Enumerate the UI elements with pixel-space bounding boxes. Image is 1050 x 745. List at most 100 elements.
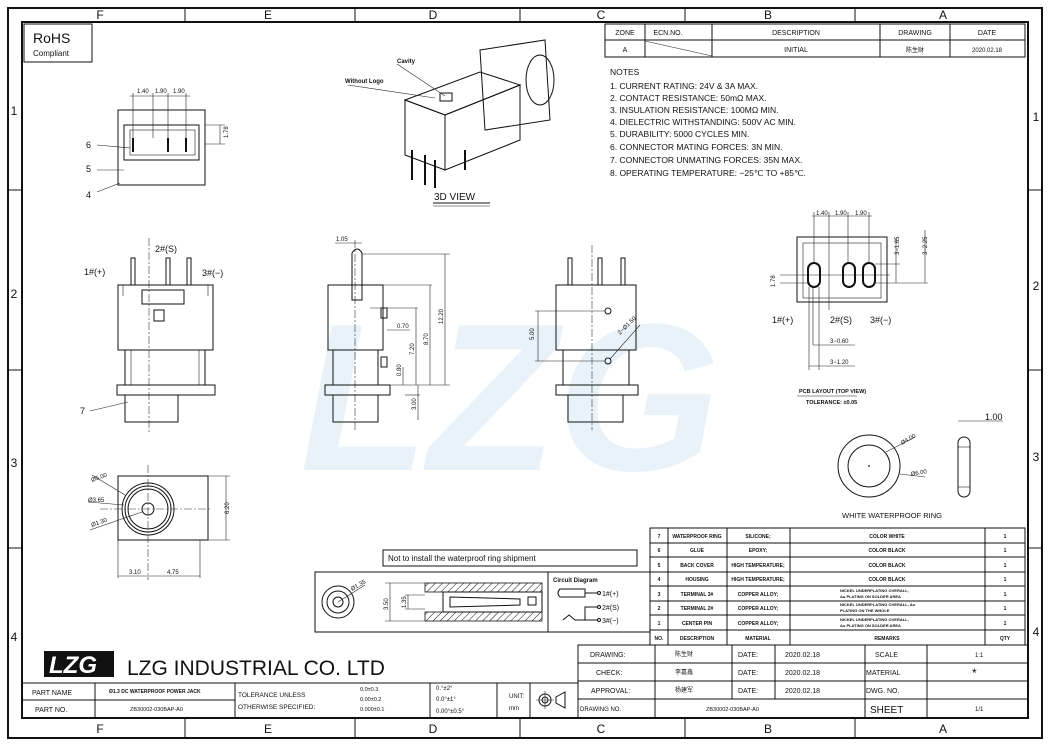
tolerance-angular: 0.0°±1°	[436, 697, 456, 703]
dim-label: 3.00	[412, 398, 418, 410]
unit-value: mm	[509, 706, 519, 712]
date-label: DATE:	[738, 688, 758, 695]
zone-row-2-right: 2	[1033, 279, 1040, 293]
drawing-frame	[7, 7, 1043, 739]
notes: NOTES 1. CURRENT RATING: 24V & 3A MAX. 2…	[610, 67, 806, 178]
bom-remarks: COLOR WHITE	[869, 534, 905, 540]
dim-label: 3.50	[384, 598, 390, 610]
bom-description: HOUSING	[685, 577, 708, 583]
rev-description: INITIAL	[784, 47, 808, 54]
tolerance-angular: 0.00°±0.5°	[436, 709, 465, 715]
rev-header-drawing: DRAWING	[898, 30, 932, 37]
note-item: 6. CONNECTOR MATING FORCES: 3N MIN.	[610, 142, 783, 152]
tolerance-linear: 0.00±0.2	[360, 697, 381, 703]
material-value: *	[972, 666, 977, 680]
dwg-no-label: DWG. NO.	[866, 688, 899, 695]
pcb-layout-title: PCB LAYOUT (TOP VIEW)	[799, 389, 866, 395]
bom-material: SILICONE;	[745, 534, 771, 540]
part-no-value: ZB30002-030BAP-A0	[130, 707, 183, 713]
drawing-no-label: DRAWING NO.	[580, 707, 621, 713]
waterproof-ring-view: 1.00 Ø4.00 Ø6.00 WHITE WATERPROOF RING	[837, 412, 1003, 520]
date-label: DATE:	[738, 652, 758, 659]
part-name-label: PART NAME	[32, 690, 72, 697]
bom-description: WATERPROOF RING	[672, 534, 721, 540]
bom-description: BACK COVER	[680, 563, 714, 569]
zone-col-b-bottom: B	[764, 722, 772, 736]
drawing-date: 2020.02.18	[785, 652, 820, 659]
pin1-label: 1#(+)	[84, 267, 105, 277]
check-by-name: 李嘉鑫	[675, 668, 693, 676]
pin3-label: 3#(−)	[202, 268, 223, 278]
side-view: 1.05 0.70 7.20 8.70 12.20 0.80 3.00	[324, 237, 450, 430]
callout-6: 6	[86, 140, 91, 150]
dim-label: 3−1.65	[895, 236, 901, 255]
part-name-value: Ø1.3 DC WATERPROOF POWER JACK	[109, 689, 201, 695]
callout-4: 4	[86, 190, 91, 200]
bom-no: 7	[658, 534, 661, 540]
dim-label: 1.05	[336, 237, 348, 243]
rohs-subtitle: Compliant	[33, 49, 70, 58]
approval-name: 杨建军	[675, 686, 693, 694]
tolerance-linear: 0.000±0.1	[360, 707, 384, 713]
dim-label: 12.20	[439, 308, 445, 324]
dim-label: 0.80	[397, 364, 403, 376]
sheet-value: 1/1	[975, 707, 984, 713]
projection-symbol-icon	[536, 691, 566, 709]
dim-label: 3−0.60	[830, 339, 849, 345]
top-view: 1.40 1.90 1.90 1.78 6 5 4	[86, 89, 230, 200]
3d-view-title: 3D VIEW	[434, 192, 476, 203]
rev-header-date: DATE	[978, 30, 996, 37]
bom-no: 2	[658, 606, 661, 612]
dim-label: 1.90	[855, 211, 867, 217]
section-and-circuit-view: Not to install the waterproof ring shipm…	[314, 549, 651, 633]
check-by-label: CHECK:	[596, 670, 623, 677]
dim-label: 8.70	[424, 333, 430, 345]
zone-col-b-top: B	[764, 8, 772, 22]
bom-no: 6	[658, 548, 661, 554]
note-item: 5. DURABILITY: 5000 CYCLES MIN.	[610, 129, 749, 139]
bom-remarks-line2: Au PLATING ON SOLDER AREA	[840, 594, 901, 599]
company-logo: LZG	[44, 651, 114, 679]
drawing-by-label: DRAWING:	[590, 652, 626, 659]
circuit-pin1: 1#(+)	[602, 591, 619, 598]
iso-3d-view: Cavity Without Logo 3D VIEW	[345, 39, 555, 207]
pcb-layout-view: 1.40 1.90 1.90 3−1.65 3−2.25 1.78 3−0.60…	[771, 211, 929, 406]
bom-header-qty: QTY	[1000, 636, 1011, 642]
bom-material: COPPER ALLOY;	[738, 592, 779, 598]
tolerance-label-2: OTHERWISE SPECIFIED:	[238, 704, 315, 711]
dim-label: 1.40	[816, 211, 828, 217]
note-item: 1. CURRENT RATING: 24V & 3A MAX.	[610, 81, 758, 91]
bom-qty: 1	[1004, 534, 1007, 540]
revision-table: ZONE ECN.NO. DESCRIPTION DRAWING DATE A …	[604, 23, 1026, 58]
dim-label: 3−1.20	[830, 360, 849, 366]
bom-header-description: DESCRIPTION	[680, 636, 715, 642]
material-label: MATERIAL	[866, 670, 901, 677]
dim-label: 7.20	[410, 343, 416, 355]
rohs-box: RoHS Compliant	[23, 23, 93, 63]
ring-title: WHITE WATERPROOF RING	[842, 511, 942, 520]
zone-col-e-bottom: E	[264, 722, 272, 736]
approval-label: APPROVAL:	[591, 688, 630, 695]
dim-label: 1.00	[985, 412, 1003, 422]
bom-remarks: NICKEL UNDERPLATING OVERALL, Au	[840, 602, 916, 607]
dim-label: Ø6.00	[910, 469, 928, 478]
front-view: 1#(+) 2#(S) 3#(−) 7	[80, 238, 223, 432]
note-item: 7. CONNECTOR UNMATING FORCES: 35N MAX.	[610, 155, 802, 165]
bom-description: TERMINAL 2#	[681, 606, 714, 612]
dim-label: Ø1.35	[350, 579, 368, 593]
note-item: 4. DIELECTRIC WITHSTANDING: 500V AC MIN.	[610, 117, 796, 127]
svg-text:LZG: LZG	[49, 652, 97, 679]
dim-label: 6.20	[225, 502, 231, 514]
rev-drawing: 陈生财	[906, 46, 924, 54]
pin2-label: 2#(S)	[155, 244, 177, 254]
circuit-pin3: 3#(−)	[602, 618, 619, 625]
approval-date: 2020.02.18	[785, 688, 820, 695]
bom-description: GLUE	[690, 548, 705, 554]
note-item: 3. INSULATION RESISTANCE: 100MΩ MIN.	[610, 105, 779, 115]
bom-remarks-line2: PLATING ON THE WHOLE	[840, 608, 890, 613]
shipment-note: Not to install the waterproof ring shipm…	[388, 554, 536, 563]
scale-label: SCALE	[875, 652, 898, 659]
